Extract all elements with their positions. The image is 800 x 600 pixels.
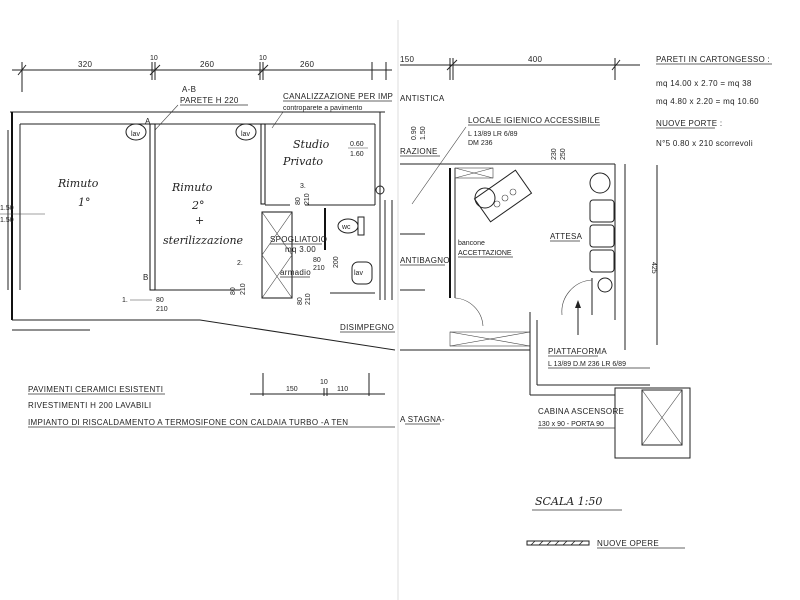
door-1-width: 80: [156, 297, 164, 304]
left-plan-walls: [7, 111, 396, 351]
door-1-label: 1.: [122, 297, 128, 304]
door-spogliatoio-height: 210: [313, 265, 325, 272]
label-lav-3: lav: [354, 270, 363, 277]
room-accettazione: ACCETTAZIONE: [458, 250, 512, 257]
label-cabina-size: 130 x 90 - PORTA 90: [538, 421, 604, 428]
label-lav-2: lav: [241, 131, 250, 138]
dimension-line-top-left: [12, 62, 392, 92]
dim-150-bottom: 150: [286, 386, 298, 393]
up-arrow-icon: [575, 300, 581, 335]
legend-new-works: NUOVE OPERE: [597, 539, 659, 548]
dim-window-studio-1: 0.60: [350, 141, 364, 148]
note-pavimenti: PAVIMENTI CERAMICI ESISTENTI: [28, 385, 163, 394]
label-channel-sub: controparete a pavimento: [283, 105, 362, 112]
label-armadio: armadio: [280, 268, 311, 277]
door-2-height: 210: [240, 283, 247, 295]
note-impianto: IMPIANTO DI RISCALDAMENTO A TERMOSIFONE …: [28, 418, 348, 427]
chair-icon: [474, 187, 496, 209]
label-wall-height: PARETE H 220: [180, 96, 239, 105]
dim-window-right-1: 0.90: [411, 126, 418, 140]
room-antibagno: ANTIBAGNO: [400, 256, 450, 265]
dim-260-a: 260: [200, 60, 214, 69]
label-locale-igienico: LOCALE IGIENICO ACCESSIBILE: [468, 116, 600, 125]
label-lav-1: lav: [131, 131, 140, 138]
door-spogliatoio-width: 80: [313, 257, 321, 264]
scale-label: SCALA 1:50: [535, 495, 602, 508]
room-attesa: ATTESA: [550, 232, 583, 241]
label-razione: RAZIONE: [400, 147, 438, 156]
note-porte-1: N°5 0.80 x 210 scorrevoli: [656, 139, 753, 148]
room-2-plus: +: [195, 214, 204, 227]
door-3-height: 210: [304, 193, 311, 205]
right-plan-walls: [400, 163, 650, 396]
label-section-ab: A-B: [182, 85, 196, 94]
label-piattaforma: PIATTAFORMA: [548, 347, 607, 356]
label-bancone: bancone: [458, 240, 485, 247]
waiting-chairs-icon: [589, 172, 615, 293]
note-porte-title: NUOVE PORTE :: [656, 119, 722, 128]
dim-10-b: 10: [259, 55, 267, 62]
elevator-shaft-icon: [614, 387, 691, 459]
dim-window-left-2: 1.50: [0, 217, 14, 224]
room-2-sterilization: sterilizzazione: [163, 234, 244, 247]
bathroom-fixtures: [375, 185, 393, 300]
label-point-a: A: [145, 117, 151, 126]
studio-private: Privato: [282, 155, 323, 168]
dim-400: 400: [528, 55, 542, 64]
dim-window-right-2: 1.50: [420, 126, 427, 140]
dim-window-studio-2: 1.60: [350, 151, 364, 158]
door-4-height: 210: [305, 293, 312, 305]
dim-260-b: 260: [300, 60, 314, 69]
label-channel: CANALIZZAZIONE PER IMP: [283, 92, 393, 101]
label-locale-law-1: L 13/89 LR 6/89: [468, 131, 518, 138]
label-wc: wc: [341, 224, 351, 231]
dimension-line-top-right: [400, 58, 640, 80]
door-3-width: 80: [295, 197, 302, 205]
dim-10-a: 10: [150, 55, 158, 62]
label-point-b: B: [143, 273, 149, 282]
wash-basin-icon: [235, 123, 257, 141]
note-pareti-title: PARETI IN CARTONGESSO :: [656, 55, 770, 64]
label-locale-law-2: DM 236: [468, 140, 493, 147]
door-4-width: 80: [297, 297, 304, 305]
dimension-line-bottom: [250, 373, 385, 396]
note-pareti-2: mq 4.80 x 2.20 = mq 10.60: [656, 97, 759, 106]
dim-window-left-1: 1.50: [0, 205, 14, 212]
note-pareti-1: mq 14.00 x 2.70 = mq 38: [656, 79, 752, 88]
new-works-hatch-icon: [526, 540, 590, 546]
room-2-number: 2°: [191, 199, 205, 212]
label-cabina: CABINA ASCENSORE: [538, 407, 624, 416]
dim-height-250: 250: [560, 148, 567, 160]
note-impianto-end: A STAGNA-: [400, 415, 445, 424]
dim-150-top: 150: [400, 55, 414, 64]
dim-110-bottom: 110: [337, 386, 348, 393]
room-1-number: 1°: [78, 196, 91, 209]
label-antistica: ANTISTICA: [400, 94, 445, 103]
door-1-height: 210: [156, 306, 168, 313]
label-piattaforma-law: L 13/89 D.M 236 LR 6/89: [548, 361, 626, 368]
door-2-width: 80: [230, 287, 237, 295]
room-1-name: Rimuto: [57, 177, 99, 190]
wash-basin-icon: [125, 123, 147, 141]
room-disimpegno: DISIMPEGNO: [340, 323, 394, 332]
toilet-icon: [337, 216, 365, 236]
dim-320: 320: [78, 60, 92, 69]
dim-10-bottom: 10: [320, 379, 328, 386]
wash-basin-icon: [351, 261, 373, 285]
dim-200: 200: [333, 256, 340, 268]
studio-name: Studio: [293, 138, 330, 151]
note-rivestimenti: RIVESTIMENTI H 200 LAVABILI: [28, 401, 151, 410]
door-3-label: 3.: [300, 183, 306, 190]
door-2-label: 2.: [237, 260, 243, 267]
room-2-name: Rimuto: [171, 181, 213, 194]
room-spogliatoio: SPOGLIATOIO: [270, 235, 327, 244]
spogliatoio-area: mq 3.00: [285, 245, 316, 254]
dim-height-230: 230: [551, 148, 558, 160]
reception-desk-icon: [473, 169, 533, 223]
dim-425: 425: [650, 262, 657, 274]
